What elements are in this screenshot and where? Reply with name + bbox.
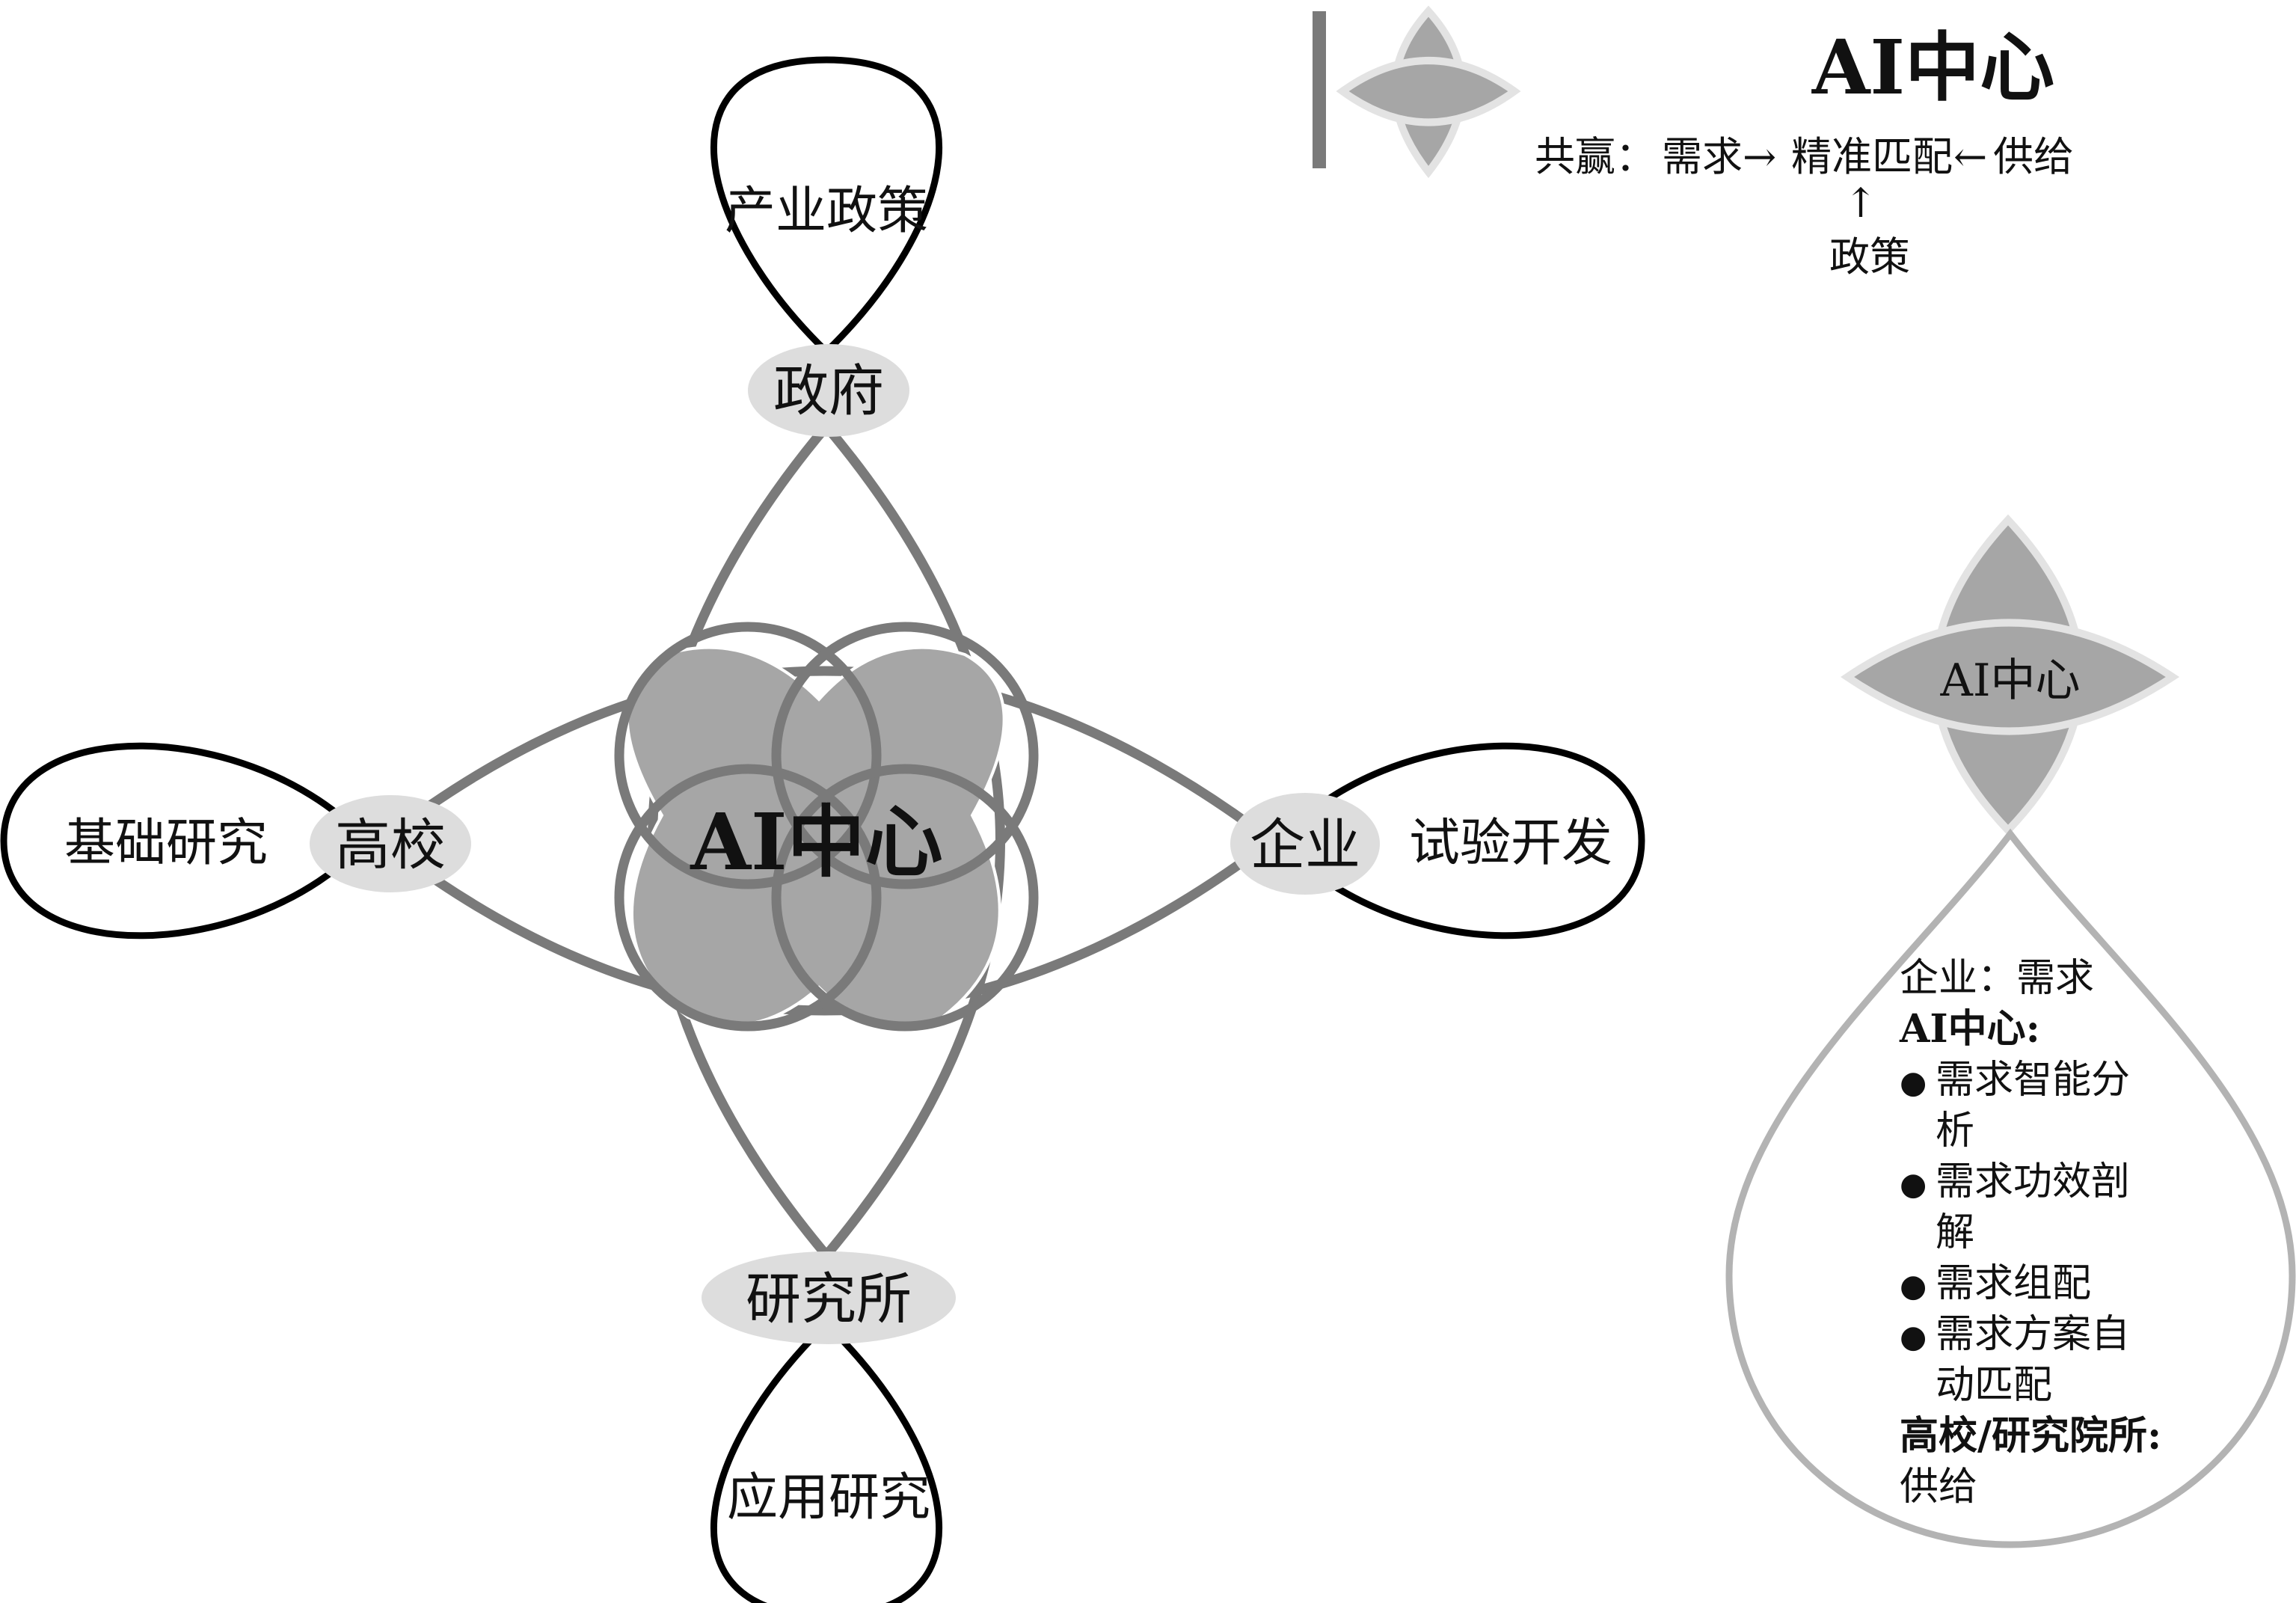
detail-line: 供给 [1900, 1465, 1977, 1509]
center-hub: AI中心 [614, 622, 1039, 1032]
node-enterprise-ellipse [1230, 793, 1380, 895]
detail-line: 动匹配 [1936, 1363, 2052, 1408]
detail-line: 高校/研究院所: [1900, 1413, 2161, 1459]
node-government-ellipse [748, 344, 909, 437]
legend-flow-demand: 需求 [1662, 133, 1743, 180]
hub-ring-bottom-left [614, 764, 882, 1032]
detail-line: 需求组配 [1936, 1261, 2091, 1306]
legend-flow-right-arrow: → [1743, 133, 1776, 180]
detail-hub-icon: AI中心 [1841, 514, 2180, 836]
node-enterprise: 企业 [1230, 793, 1380, 895]
loop-right [1274, 742, 1645, 940]
hub-ring-top-left [614, 622, 882, 889]
hub-ring-top-right [771, 622, 1039, 889]
detail-panel: AI中心 企业：需求AI中心:●需求智能分析●需求功效剖解●需求组配●需求方案自… [1725, 514, 2296, 1548]
loop-label-experimental-development: 试验开发 [1409, 814, 1612, 873]
legend: AI中心 共赢： 需求 → 精准匹配 ← 供给 ↑ 政策 [1313, 5, 2074, 281]
legend-flow-supply: 供给 [1993, 133, 2074, 180]
loop-bottom [710, 1319, 942, 1603]
detail-icon-label: AI中心 [1939, 655, 2080, 707]
detail-line: 需求功效剖 [1936, 1159, 2130, 1204]
detail-line: 解 [1936, 1210, 1974, 1255]
node-enterprise-label: 企业 [1250, 813, 1360, 877]
detail-drop-shape [1725, 828, 2296, 1548]
legend-flow-left-arrow: ← [1953, 133, 1987, 180]
detail-line: 需求智能分 [1936, 1058, 2130, 1103]
hub-ring-bottom-right [771, 764, 1039, 1032]
legend-icon-horizontal-leaf [1336, 57, 1521, 126]
node-university-label: 高校 [335, 813, 446, 877]
node-university: 高校 [310, 795, 471, 892]
legend-hub-icon [1336, 5, 1521, 179]
center-hub-label: AI中心 [690, 796, 942, 888]
node-institute-ellipse [702, 1251, 956, 1344]
loop-top [710, 56, 942, 357]
loop-label-applied-research: 应用研究 [727, 1468, 930, 1527]
detail-line: 企业：需求 [1900, 956, 2094, 1001]
legend-flow-up-arrow: ↑ [1844, 180, 1877, 227]
detail-line: 析 [1936, 1109, 1974, 1153]
legend-flow-prefix: 共赢： [1535, 133, 1656, 180]
detail-bullet-icon: ● [1900, 1318, 1927, 1355]
detail-bullet-icon: ● [1900, 1165, 1927, 1202]
node-government-label: 政府 [773, 359, 884, 423]
node-university-ellipse [310, 795, 471, 892]
legend-flow-match: 精准匹配 [1791, 133, 1953, 180]
detail-lines: 企业：需求AI中心:●需求智能分析●需求功效剖解●需求组配●需求方案自动匹配高校… [1899, 956, 2161, 1509]
legend-flow-policy: 政策 [1829, 233, 1910, 281]
legend-flow-row: 共赢： 需求 → 精准匹配 ← 供给 [1535, 133, 2074, 180]
legend-title: AI中心 [1811, 23, 2054, 111]
detail-line: 需求方案自 [1936, 1312, 2130, 1357]
loop-label-industrial-policy: 产业政策 [725, 182, 928, 241]
loop-left [0, 742, 372, 940]
outer-loops [0, 56, 1645, 1603]
detail-line: AI中心: [1899, 1006, 2040, 1052]
loop-label-basic-research: 基础研究 [64, 814, 268, 873]
detail-icon-horizontal-leaf [1841, 619, 2180, 735]
node-government: 政府 [748, 344, 909, 437]
detail-bullet-icon: ● [1900, 1064, 1927, 1100]
detail-bullet-icon: ● [1900, 1267, 1927, 1304]
legend-divider-bar [1313, 11, 1326, 168]
node-institute-label: 研究所 [746, 1267, 912, 1331]
node-institute: 研究所 [702, 1251, 956, 1344]
